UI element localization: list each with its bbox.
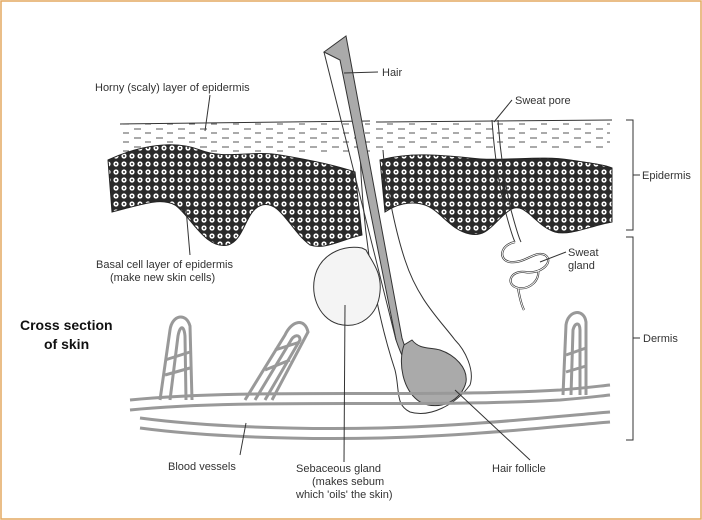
label-hair-follicle: Hair follicle bbox=[492, 463, 546, 475]
label-sweat-gland-line1: Sweat bbox=[568, 247, 599, 259]
label-horny-layer: Horny (scaly) layer of epidermis bbox=[95, 82, 250, 94]
label-sweat-pore: Sweat pore bbox=[515, 95, 571, 107]
label-epidermis: Epidermis bbox=[642, 170, 691, 182]
diagram-title-line2: of skin bbox=[44, 336, 89, 352]
label-sebaceous-line2: (makes sebum bbox=[312, 476, 384, 488]
label-sebaceous-line3: which 'oils' the skin) bbox=[295, 489, 393, 501]
diagram-title-line1: Cross section bbox=[20, 317, 113, 333]
label-hair: Hair bbox=[382, 67, 403, 79]
label-blood-vessels: Blood vessels bbox=[168, 461, 236, 473]
label-basal-line2: (make new skin cells) bbox=[110, 272, 215, 284]
label-sweat-gland-line2: gland bbox=[568, 260, 595, 272]
label-dermis: Dermis bbox=[643, 333, 678, 345]
label-sebaceous-line1: Sebaceous gland bbox=[296, 463, 381, 475]
label-basal-line1: Basal cell layer of epidermis bbox=[96, 259, 233, 271]
